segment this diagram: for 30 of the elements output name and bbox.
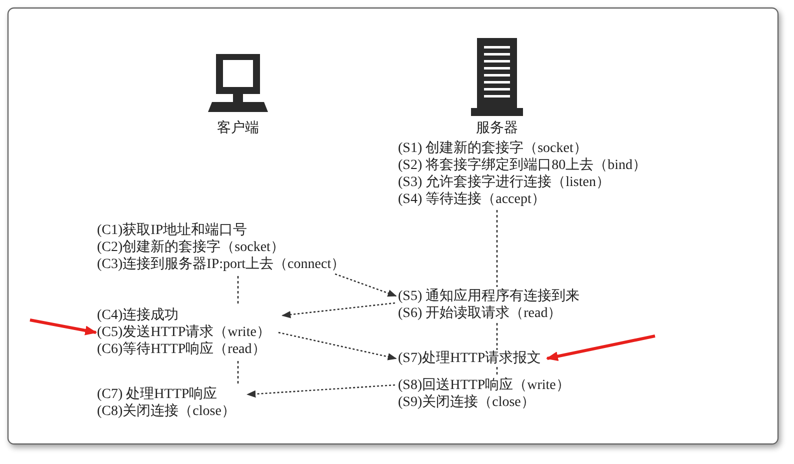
message-arrow: [278, 332, 397, 360]
step-text: (C6)等待HTTP响应（read）: [97, 341, 267, 358]
step-text: (S2) 将套接字绑定到端口80上去（bind）: [398, 157, 646, 174]
timeline-line: [496, 210, 498, 287]
message-arrow: [246, 384, 396, 398]
step-text: (S8)回送HTTP响应（write）: [398, 377, 570, 394]
step-text: (S9)关闭连接（close）: [398, 394, 536, 411]
step-text: (C3)连接到服务器IP:port上去（connect）: [97, 256, 346, 273]
message-arrow: [282, 302, 396, 318]
device-label: 服务器: [475, 120, 519, 137]
pointer-arrow: [30, 318, 98, 336]
step-text: (S4) 等待连接（accept）: [398, 191, 546, 208]
step-text: (S5) 通知应用程序有连接到来: [398, 288, 580, 305]
message-arrow: [334, 273, 397, 297]
step-text: (S3) 允许套接字进行连接（listen）: [398, 174, 611, 191]
step-text: (S1) 创建新的套接字（socket）: [398, 140, 588, 157]
step-text: (S6) 开始读取请求（read）: [398, 305, 563, 322]
timeline-line: [496, 323, 498, 350]
step-text: (C4)连接成功: [97, 307, 180, 324]
step-text: (C7) 处理HTTP响应: [97, 386, 218, 403]
timeline-line: [496, 367, 498, 377]
step-text: (S7)处理HTTP请求报文: [398, 350, 542, 367]
device-label: 客户端: [216, 120, 260, 137]
timeline-line: [237, 361, 239, 384]
timeline-line: [237, 276, 239, 305]
step-text: (C5)发送HTTP请求（write）: [97, 324, 270, 341]
pointer-arrow: [546, 334, 656, 361]
step-text: (C2)创建新的套接字（socket）: [97, 239, 286, 256]
step-text: (C1)获取IP地址和端口号: [97, 222, 248, 239]
step-text: (C8)关闭连接（close）: [97, 403, 236, 420]
